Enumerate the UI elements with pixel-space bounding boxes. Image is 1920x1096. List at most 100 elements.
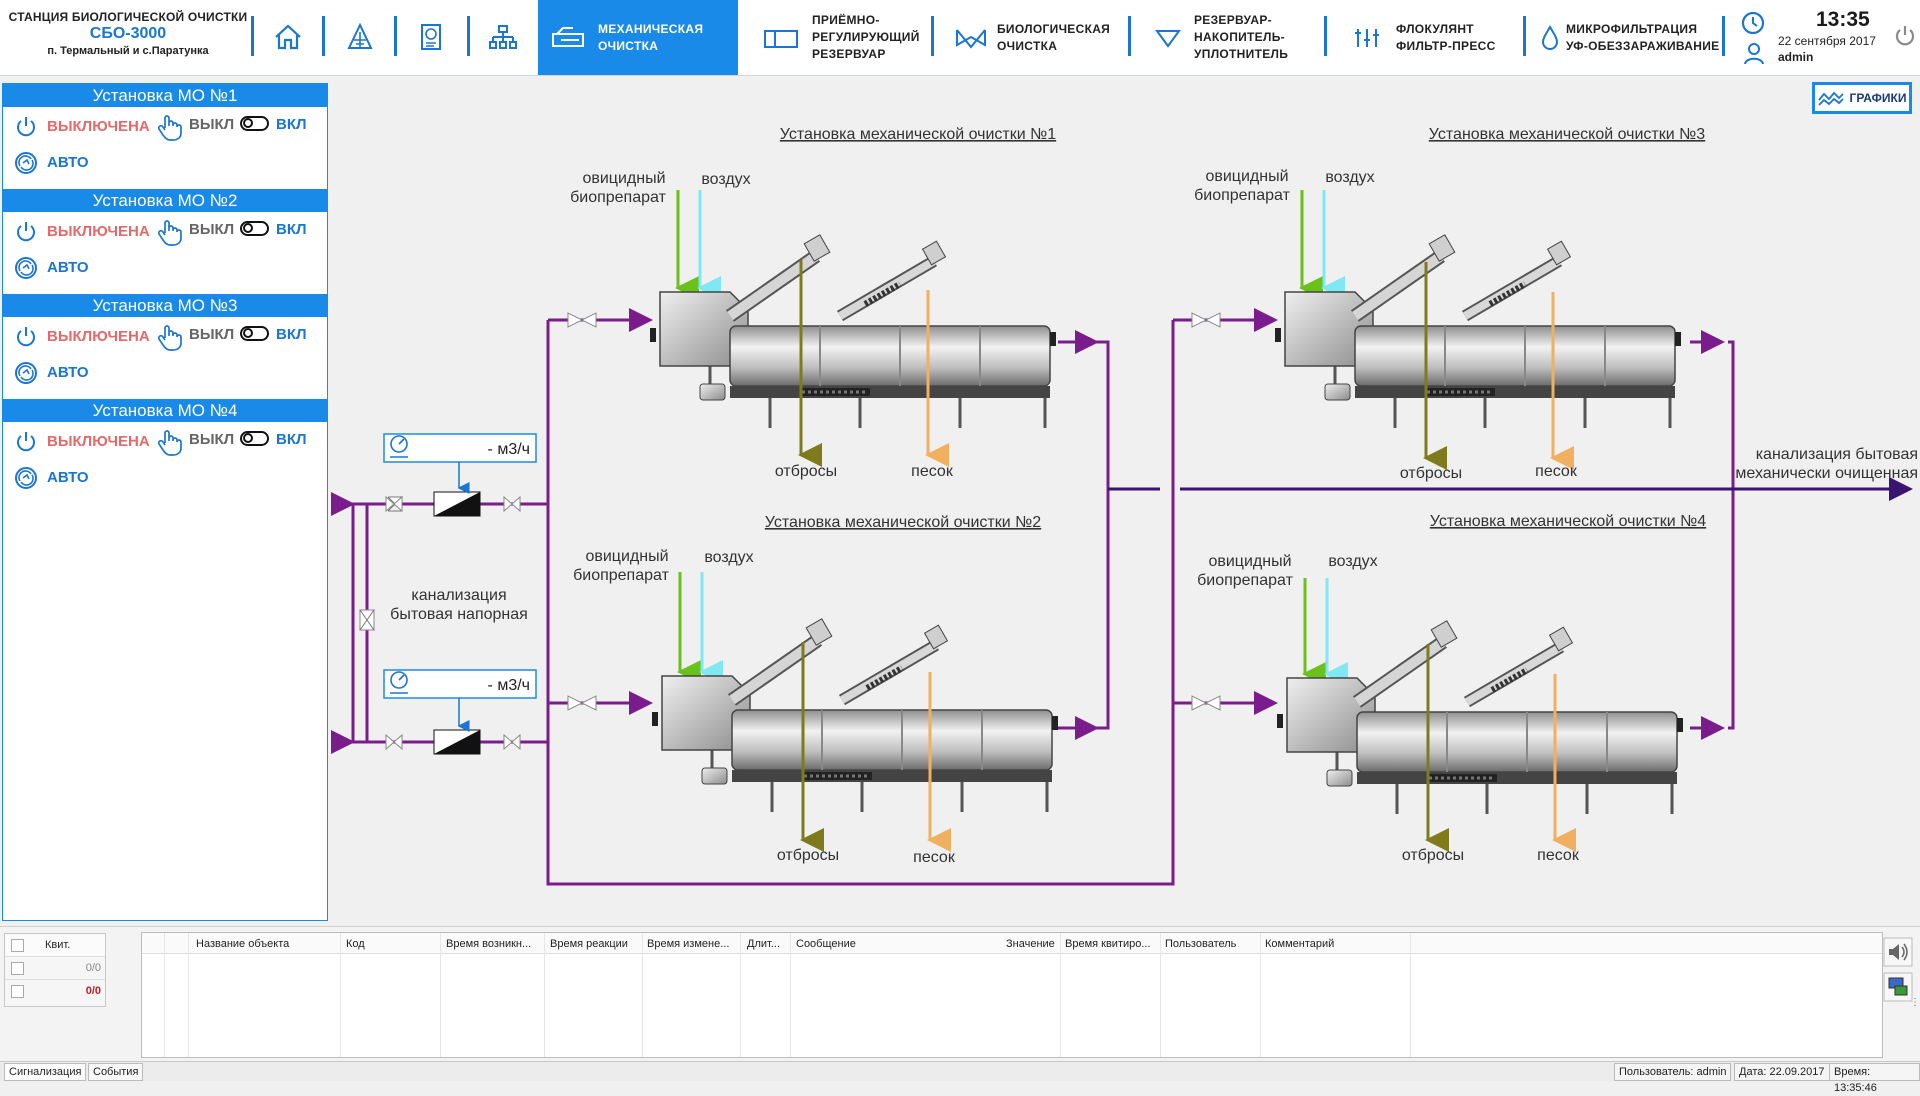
flow-readout-2	[383, 669, 537, 699]
plant-title-1: Установка механической очистки №1	[780, 126, 1057, 143]
off-label: ВЫКЛ	[189, 326, 235, 343]
mo-unit-1[interactable]: Установка механической очистки №1 овицид…	[570, 126, 1056, 480]
column-header[interactable]: Сообщение	[796, 938, 856, 950]
clock-icon	[1741, 11, 1765, 35]
column-header[interactable]: Время измене...	[647, 938, 730, 950]
events-table[interactable]: Название объекта Код Время возникн... Вр…	[141, 932, 1883, 1058]
sand-label: песок	[1535, 463, 1578, 480]
flowmeter-2[interactable]	[433, 729, 481, 755]
current-time: 13:35	[1816, 8, 1870, 31]
row-checkbox[interactable]	[11, 985, 24, 998]
bottom-tab-bar: Сигнализация События Пользователь: admin…	[0, 1061, 1920, 1094]
hierarchy-icon[interactable]	[483, 16, 523, 58]
buildings-icon[interactable]	[340, 16, 380, 58]
unit-state-row: ВЫКЛЮЧЕНА ВЫКЛ ВКЛ	[11, 427, 321, 457]
column-header[interactable]: Длит...	[747, 938, 780, 950]
power-icon[interactable]	[1893, 24, 1917, 48]
power-icon	[17, 432, 35, 452]
on-off-toggle[interactable]	[240, 431, 269, 446]
on-off-toggle[interactable]	[240, 116, 269, 131]
on-off-toggle[interactable]	[240, 221, 269, 236]
unit-status: ВЫКЛЮЧЕНА	[47, 118, 150, 135]
tab-mechanical-cleaning[interactable]: МЕХАНИЧЕСКАЯ ОЧИСТКА	[538, 0, 738, 75]
table-header: Название объекта Код Время возникн... Вр…	[142, 933, 1882, 954]
power-icon	[17, 327, 35, 347]
separator	[1722, 16, 1725, 56]
speaker-icon[interactable]	[1883, 937, 1913, 967]
sand-label: песок	[913, 849, 956, 866]
column-header[interactable]: Код	[346, 938, 365, 950]
off-label: ВЫКЛ	[189, 221, 235, 238]
ovicid-label: овицидный	[582, 170, 665, 187]
auto-mode-icon[interactable]	[14, 256, 38, 280]
off-label: ВЫКЛ	[189, 116, 235, 133]
select-all-checkbox[interactable]	[11, 939, 24, 952]
unit-title: Установка МО №3	[3, 294, 327, 317]
off-label: ВЫКЛ	[189, 431, 235, 448]
tab-flocculant[interactable]: ФЛОКУЛЯНТ ФИЛЬТР-ПРЕСС	[1338, 0, 1518, 75]
tab-alarms[interactable]: Сигнализация	[4, 1063, 87, 1081]
column-header[interactable]: Время реакции	[550, 938, 628, 950]
bioprep-label: биопрепарат	[570, 189, 666, 206]
power-icon	[17, 117, 35, 137]
auto-mode-icon[interactable]	[14, 466, 38, 490]
air-label: воздух	[701, 171, 750, 188]
header-bar: СТАНЦИЯ БИОЛОГИЧЕСКОЙ ОЧИСТКИ СБО-3000 п…	[0, 0, 1920, 76]
kvit-row: 0/0	[5, 957, 105, 980]
filter-press-icon	[1338, 26, 1396, 50]
auto-mode-icon[interactable]	[14, 151, 38, 175]
tab-events[interactable]: События	[88, 1063, 144, 1081]
on-label: ВКЛ	[276, 116, 307, 133]
inlet-valves[interactable]	[359, 495, 521, 751]
column-header[interactable]: Значение	[1006, 938, 1055, 950]
column-header[interactable]: Название объекта	[196, 938, 290, 950]
unit-panel-4: Установка МО №4 ВЫКЛЮЧЕНА ВЫКЛ ВКЛ АВТО	[3, 399, 327, 504]
row-checkbox[interactable]	[11, 962, 24, 975]
separator	[394, 16, 397, 56]
document-icon[interactable]	[411, 16, 451, 58]
on-off-toggle[interactable]	[240, 326, 269, 341]
unit-mode-row: АВТО	[11, 464, 321, 492]
status-date: Дата: 22.09.2017	[1734, 1063, 1830, 1081]
bioprep-label: биопрепарат	[1194, 187, 1290, 204]
waste-label: отбросы	[1402, 847, 1464, 864]
tank-icon	[538, 26, 598, 50]
mo-unit-3[interactable]: Установка механической очистки №3 овицид…	[1194, 126, 1705, 482]
funnel-icon	[1142, 27, 1194, 49]
unit-mode: АВТО	[47, 469, 89, 486]
inlet-label-1: канализация	[411, 587, 506, 604]
bioprep-label: биопрепарат	[573, 567, 669, 584]
flow-value-1: - м3/ч	[488, 441, 530, 458]
tab-storage-tank[interactable]: РЕЗЕРВУАР- НАКОПИТЕЛЬ- УПЛОТНИТЕЛЬ	[1142, 0, 1322, 75]
hand-pointer-icon[interactable]	[157, 114, 183, 142]
gauge-icon	[390, 671, 408, 694]
bioprep-label: биопрепарат	[1197, 572, 1293, 589]
tab-microfiltration[interactable]: МИКРОФИЛЬТРАЦИЯ УФ-ОБЕЗЗАРАЖИВАНИЕ	[1534, 0, 1734, 75]
graphs-button[interactable]: ГРАФИКИ	[1812, 82, 1912, 114]
plant-title-2: Установка механической очистки №2	[765, 514, 1042, 531]
on-label: ВКЛ	[276, 326, 307, 343]
acknowledge-summary: Квит. 0/0 0/0	[4, 933, 106, 1007]
separator	[1128, 16, 1131, 56]
column-header[interactable]: Комментарий	[1265, 938, 1335, 950]
column-header[interactable]: Время квитиро...	[1065, 938, 1151, 950]
hand-pointer-icon[interactable]	[157, 219, 183, 247]
mo-unit-4[interactable]: Установка механической очистки №4 овицид…	[1197, 513, 1706, 864]
user-icon	[1744, 43, 1764, 65]
scroll-handle[interactable]: ⋮	[1910, 997, 1920, 1008]
hand-pointer-icon[interactable]	[157, 429, 183, 457]
current-user: admin	[1778, 50, 1814, 64]
column-header[interactable]: Пользователь	[1165, 938, 1237, 950]
home-icon[interactable]	[268, 16, 308, 58]
column-header[interactable]: Время возникн...	[446, 938, 532, 950]
hand-pointer-icon[interactable]	[157, 324, 183, 352]
monitor-icon[interactable]	[1883, 972, 1913, 1002]
mo-unit-2[interactable]: Установка механической очистки №2 овицид…	[573, 514, 1058, 866]
auto-mode-icon[interactable]	[14, 361, 38, 385]
tab-receiving-tank[interactable]: ПРИЁМНО- РЕГУЛИРУЮЩИЙ РЕЗЕРВУАР	[750, 0, 930, 75]
tab-biological-cleaning[interactable]: БИОЛОГИЧЕСКАЯ ОЧИСТКА	[945, 0, 1125, 75]
unit-valves[interactable]	[567, 312, 1221, 711]
waste-label: отбросы	[777, 847, 839, 864]
unit-status: ВЫКЛЮЧЕНА	[47, 328, 150, 345]
flowmeter-1[interactable]	[433, 491, 481, 517]
